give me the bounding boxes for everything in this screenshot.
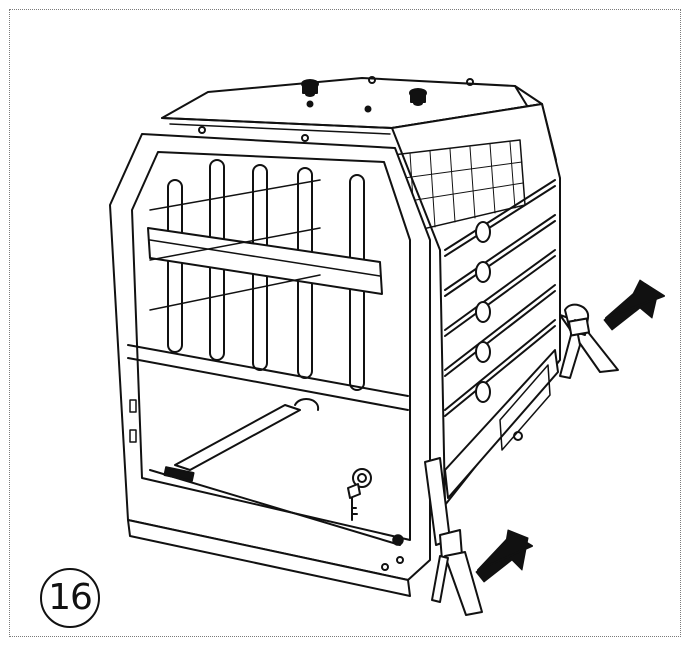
roof-knob-right — [409, 88, 427, 106]
crate-side-panel — [349, 103, 561, 506]
crate-front-frame — [109, 133, 431, 597]
arrow-bottom-strap — [475, 529, 533, 583]
figure-frame — [9, 9, 681, 637]
roof-knob-left — [301, 79, 319, 97]
arrow-right-strap — [603, 279, 665, 331]
strap-right — [559, 303, 619, 379]
door-lock — [347, 468, 372, 521]
strap-bottom — [424, 457, 483, 616]
step-number: 16 — [48, 577, 93, 618]
step-number-badge: 16 — [40, 568, 100, 628]
